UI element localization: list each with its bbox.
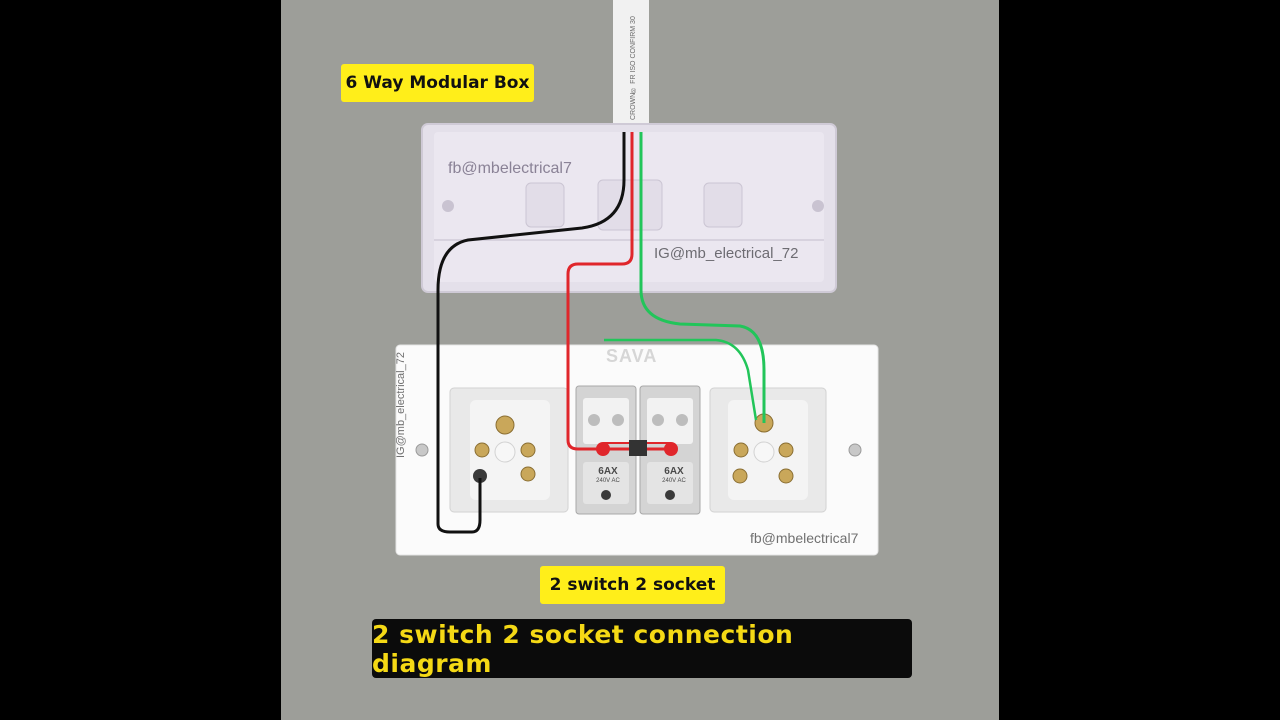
modular-box (421, 123, 837, 293)
watermark-panel-fb: fb@mbelectrical7 (750, 530, 859, 546)
knockout-center (597, 179, 663, 231)
switch-left-amp: 6AX (598, 466, 618, 477)
earth-wire-branch (604, 338, 758, 421)
socket-left-earth-terminal (495, 415, 515, 435)
switch-left-rating: 6AX 240V AC (590, 466, 626, 485)
switch-right (639, 385, 701, 515)
knockout-right (703, 182, 743, 228)
neutral-wire (436, 132, 626, 534)
socket-right (709, 387, 827, 513)
switch-right-amp: 6AX (664, 466, 684, 477)
knockout-left (525, 182, 565, 228)
watermark-box-ig: IG@mb_electrical_72 (654, 245, 799, 262)
switch-right-volt: 240V AC (662, 478, 686, 484)
phase-wire (566, 132, 671, 451)
watermark-panel-ig: IG@mb_electrical_72 (395, 352, 407, 458)
watermark-box-fb: fb@mbelectrical7 (448, 160, 572, 177)
box-screw-hole-right (812, 200, 824, 212)
socket-left-phase-terminal (520, 466, 536, 482)
socket-left-terminal-a (474, 442, 490, 458)
switch-left-volt: 240V AC (596, 478, 620, 484)
box-screw-hole-left (442, 200, 454, 212)
socket-left-neutral-terminal (473, 469, 487, 483)
switch-right-rating: 6AX 240V AC (656, 466, 692, 485)
cable (613, 0, 649, 128)
plate-screw-right (848, 443, 862, 457)
switch-link-block (629, 440, 647, 456)
earth-wire (639, 132, 766, 423)
socket-left (449, 387, 569, 513)
plate-brand: SAVA (606, 346, 658, 366)
modular-box-label: 6 Way Modular Box (341, 64, 534, 102)
cable-print: CROWN® FR ISO CONFIRM 30 (630, 16, 637, 120)
plate-screw-left (415, 443, 429, 457)
switch-plate-label: 2 switch 2 socket (540, 566, 725, 604)
diagram-title: 2 switch 2 socket connection diagram (372, 619, 912, 678)
socket-left-terminal-b (520, 442, 536, 458)
